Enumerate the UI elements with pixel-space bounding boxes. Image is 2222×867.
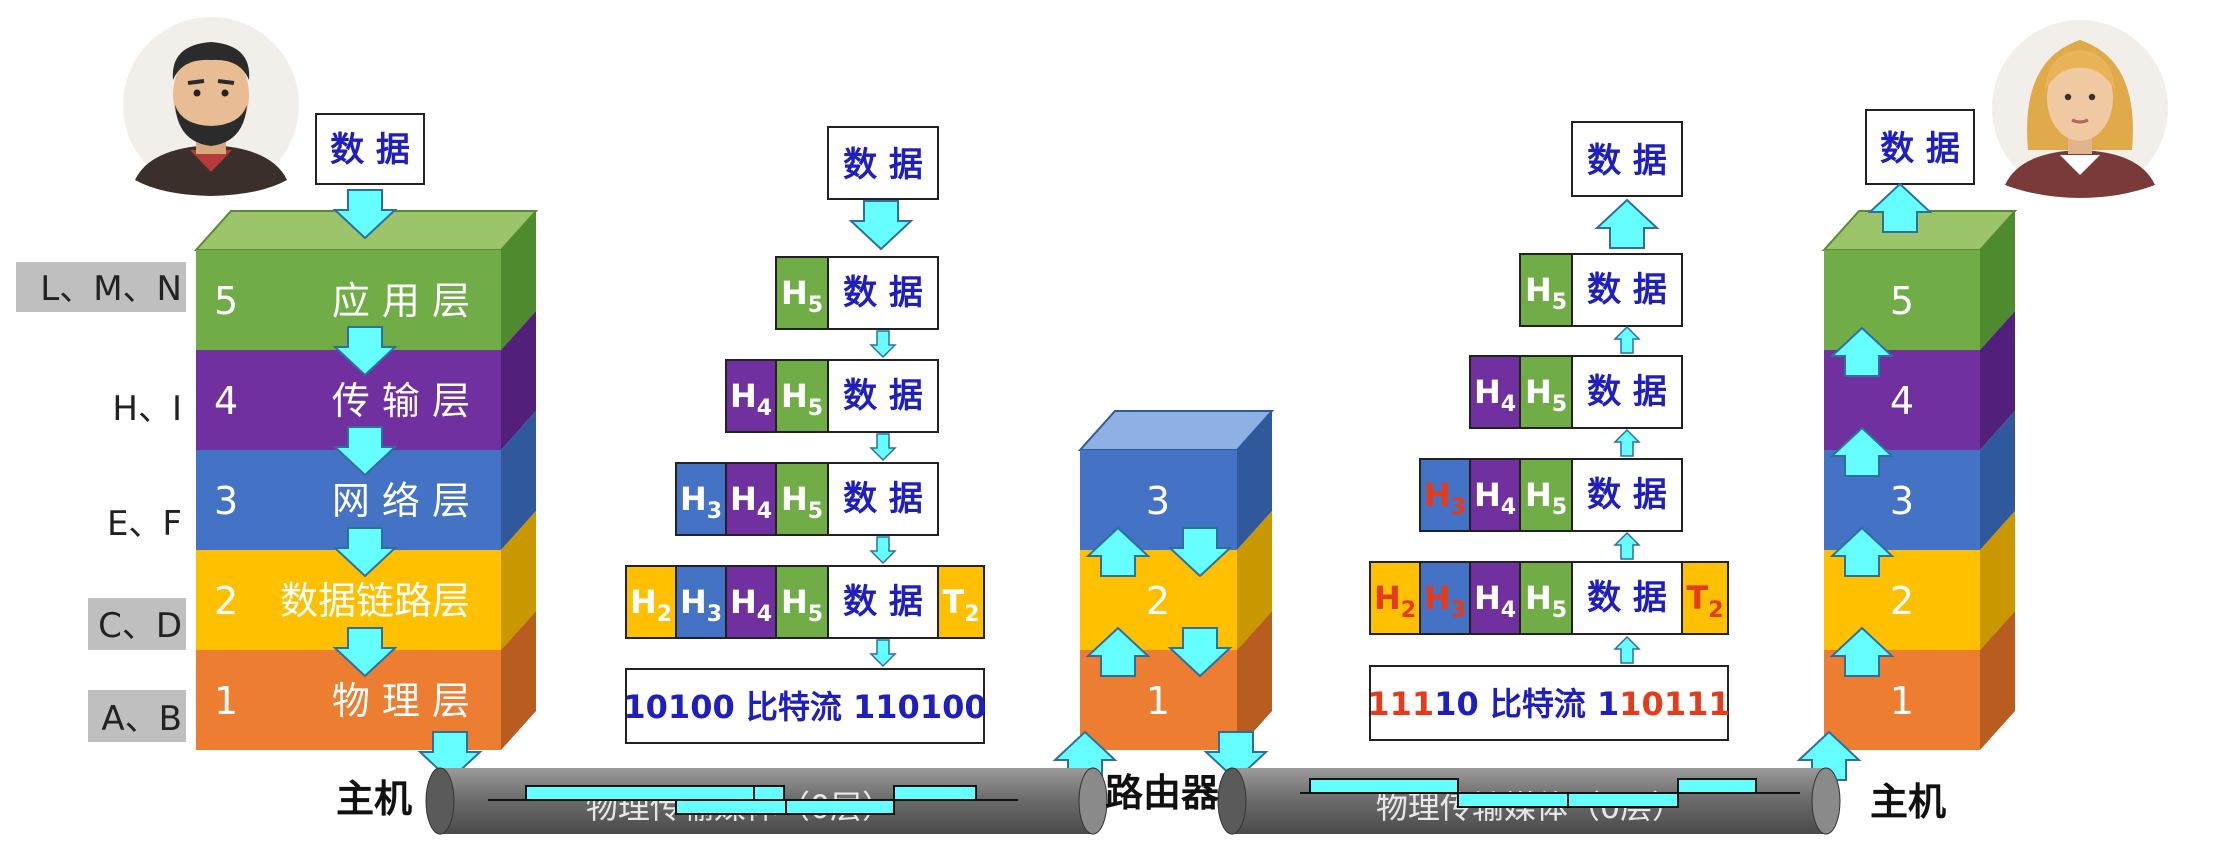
svg-text:数 据: 数 据 — [330, 130, 410, 170]
right-bitstream-box: 11110 比特流 110111 — [1367, 665, 1731, 741]
encap-row-h5: H5 数 据 — [775, 256, 939, 330]
right-host-label: 主机 — [1870, 780, 1946, 824]
router-layer-2: 2 — [1146, 579, 1170, 623]
svg-text:H4: H4 — [730, 583, 772, 627]
svg-text:11110 比特流 110111: 11110 比特流 110111 — [1367, 685, 1730, 723]
side-label-layer-5: L、M、N — [40, 269, 182, 309]
female-user-avatar — [1992, 20, 2168, 198]
svg-text:数 据: 数 据 — [1880, 129, 1960, 169]
side-label-layer-4: H、I — [112, 389, 182, 429]
encap-row-h4: H4 H5 数 据 — [725, 359, 939, 433]
layer-3-number: 3 — [214, 479, 238, 523]
svg-text:H4: H4 — [730, 377, 772, 421]
side-label-layer-3: E、F — [107, 504, 182, 544]
svg-text:H3: H3 — [680, 480, 722, 524]
left-host-label: 主机 — [336, 777, 412, 821]
svg-text:H5: H5 — [781, 583, 823, 627]
layer-4-name: 传 输 层 — [332, 379, 470, 423]
router-stack: 3 2 1 — [1077, 410, 1275, 750]
layer-2-name: 数据链路层 — [280, 579, 470, 623]
svg-text:数 据: 数 据 — [1587, 270, 1667, 310]
layer-2-number: 2 — [214, 579, 238, 623]
svg-text:H4: H4 — [730, 480, 772, 524]
svg-text:数 据: 数 据 — [1587, 372, 1667, 412]
encap-row-h2: H2 H3 H4 H5 数 据 T2 — [625, 565, 985, 639]
left-physical-medium: 物理传输媒体（0层） — [425, 767, 1108, 835]
router-label: 路由器 — [1105, 771, 1220, 815]
decap-row-h5: H5 数 据 — [1519, 253, 1683, 327]
svg-text:H2: H2 — [1374, 579, 1416, 623]
layer-3-name: 网 络 层 — [332, 479, 470, 523]
svg-text:H4: H4 — [1474, 579, 1516, 623]
decap-data-top: 数 据 — [1571, 121, 1683, 197]
encap-row-h3: H3 H4 H5 数 据 — [675, 462, 939, 536]
svg-text:T2: T2 — [942, 583, 979, 627]
svg-text:H5: H5 — [1525, 271, 1567, 315]
svg-text:H5: H5 — [1525, 579, 1567, 623]
svg-text:T2: T2 — [1686, 579, 1723, 623]
svg-text:H5: H5 — [781, 377, 823, 421]
side-label-layer-1: A、B — [101, 699, 182, 739]
svg-text:H5: H5 — [1525, 373, 1567, 417]
decap-row-h4: H4 H5 数 据 — [1469, 355, 1683, 429]
svg-text:H5: H5 — [781, 480, 823, 524]
router-layer-1: 1 — [1146, 679, 1170, 723]
left-stack-layer-labels: 5 应 用 层 4 传 输 层 3 网 络 层 2 数据链路层 1 物 理 层 — [214, 279, 470, 723]
svg-text:H4: H4 — [1474, 373, 1516, 417]
right-layer-3: 3 — [1890, 479, 1914, 523]
layer-5-name: 应 用 层 — [332, 279, 470, 323]
right-host-stack: 5 4 3 2 1 — [1821, 210, 2018, 750]
svg-text:数 据: 数 据 — [843, 582, 923, 622]
right-data-box: 数 据 — [1865, 109, 1975, 185]
layer-1-number: 1 — [214, 679, 238, 723]
svg-text:数 据: 数 据 — [843, 376, 923, 416]
layer-1-name: 物 理 层 — [332, 679, 470, 723]
router-layer-3: 3 — [1146, 479, 1170, 523]
layer-5-number: 5 — [214, 279, 238, 323]
right-layer-1: 1 — [1890, 679, 1914, 723]
svg-text:H5: H5 — [781, 274, 823, 318]
left-encapsulation-column: 数 据 H5 数 据 H4 H5 数 据 H3 H4 H5 — [623, 126, 987, 744]
side-label-layer-2: C、D — [98, 606, 182, 646]
svg-text:数 据: 数 据 — [1587, 141, 1667, 181]
svg-text:H5: H5 — [1525, 476, 1567, 520]
svg-text:H4: H4 — [1474, 476, 1516, 520]
decap-row-h2: H2 H3 H4 H5 数 据 T2 — [1369, 561, 1729, 635]
svg-text:数 据: 数 据 — [1587, 475, 1667, 515]
svg-text:H2: H2 — [630, 583, 672, 627]
layer-4-number: 4 — [214, 379, 238, 423]
svg-text:数 据: 数 据 — [843, 273, 923, 313]
decap-row-h3: H3 H4 H5 数 据 — [1419, 458, 1683, 532]
male-user-avatar — [123, 17, 299, 196]
svg-text:H3: H3 — [1424, 476, 1466, 520]
left-bitstream-box: 10100 比特流 110100 — [623, 668, 987, 744]
right-physical-medium: 物理传输媒体（0层） — [1217, 767, 1841, 835]
side-letter-labels: L、M、N H、I E、F C、D A、B — [16, 262, 186, 742]
right-layer-2: 2 — [1890, 579, 1914, 623]
svg-text:H3: H3 — [680, 583, 722, 627]
right-encapsulation-column: 数 据 H5 数 据 H4 H5 数 据 H3 H4 H5 数 据 — [1367, 121, 1731, 741]
svg-text:数 据: 数 据 — [1587, 578, 1667, 618]
svg-text:H3: H3 — [1424, 579, 1466, 623]
svg-text:数 据: 数 据 — [843, 479, 923, 519]
svg-text:数 据: 数 据 — [843, 145, 923, 185]
left-data-box: 数 据 — [315, 113, 425, 185]
right-layer-4: 4 — [1890, 379, 1914, 423]
right-layer-5: 5 — [1890, 279, 1914, 323]
encap-data-top: 数 据 — [827, 126, 939, 200]
svg-text:10100 比特流 110100: 10100 比特流 110100 — [623, 688, 986, 726]
